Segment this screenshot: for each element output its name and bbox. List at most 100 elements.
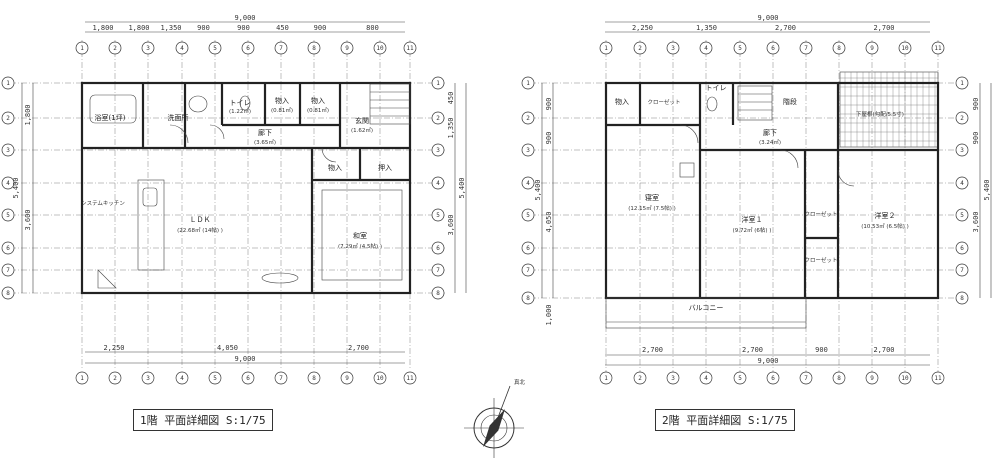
plan2-axis-bottom-label: 2 (638, 375, 642, 382)
plan2-axis-top: 5 (733, 41, 747, 55)
plan2-axis-top-label: 6 (771, 45, 775, 52)
plan2-axis-left: 5 (521, 208, 535, 222)
plan2-axis-top-label: 5 (738, 45, 742, 52)
plan1-exterior-wall (80, 81, 412, 295)
plan1-bottom-dim: 2,250 (103, 344, 124, 352)
plan1-right-total-dim: 5,400 (458, 177, 466, 198)
plan1-axis-left-label: 2 (6, 115, 10, 122)
plan2-room-stairs: 階段 (783, 97, 797, 106)
plan2-room-western1: 洋室１ (742, 215, 763, 224)
plan1-axis-right: 3 (431, 143, 445, 157)
plan1-top-dim: 450 (276, 24, 289, 32)
plan2-axis-left: 3 (521, 143, 535, 157)
plan1-axis-right-label: 5 (436, 212, 440, 219)
plan1-axis-top: 9 (340, 41, 354, 55)
svg-text:(1.22㎡): (1.22㎡) (229, 107, 251, 115)
plan1-room-bath: 浴室(1坪) (95, 113, 126, 122)
plan1-top-dim: 1,350 (160, 24, 181, 32)
plan2-axis-top-label: 8 (837, 45, 841, 52)
plan1-axis-bottom-label: 3 (146, 375, 150, 382)
plan2-axis-right-label: 8 (960, 295, 964, 302)
plan1-axis-right-label: 4 (436, 180, 440, 187)
svg-text:(3.24㎡): (3.24㎡) (759, 138, 781, 146)
plan2-axis-right: 2 (955, 111, 969, 125)
plan1-axis-bottom: 3 (141, 371, 155, 385)
plan1-axis-bottom: 2 (108, 371, 122, 385)
plan1-room-hall: 廊下 (258, 128, 272, 137)
plan2-axis-top: 1 (599, 41, 613, 55)
plan1-axis-left: 1 (1, 76, 15, 90)
plan2-top-dim: 2,250 (632, 24, 653, 32)
plan2-axis-left: 6 (521, 241, 535, 255)
plan2-axis-bottom-label: 5 (738, 375, 742, 382)
plan1-axis-top: 7 (274, 41, 288, 55)
plan1-axis-bottom: 1 (75, 371, 89, 385)
svg-text:900: 900 (972, 132, 980, 145)
plan2-axis-left-label: 5 (526, 212, 530, 219)
plan1-axis-top: 11 (403, 41, 417, 55)
plan2-axis-right: 8 (955, 291, 969, 305)
plan1-top-total-dim: 9,000 (234, 14, 255, 22)
plan1-axis-right-label: 8 (436, 290, 440, 297)
plan1-axis-right: 7 (431, 263, 445, 277)
plan1-axis-top: 3 (141, 41, 155, 55)
plan1-stairs (369, 83, 411, 125)
plan1-top-dim: 1,800 (128, 24, 149, 32)
plan1-axis-bottom: 10 (373, 371, 387, 385)
plan2-axis-top-label: 4 (704, 45, 708, 52)
plan1-kitchen-note: システムキッチン (81, 200, 125, 207)
plan2-axis-left-label: 4 (526, 180, 530, 187)
plan2-axis-bottom: 7 (799, 371, 813, 385)
svg-text:900: 900 (545, 98, 553, 111)
plan2-room-toilet: トイレ (706, 84, 727, 92)
plan2-axis-top: 3 (666, 41, 680, 55)
plan1-top-dim: 900 (197, 24, 210, 32)
plan2-axis-top-label: 10 (901, 45, 909, 52)
plan2-axis-right: 4 (955, 176, 969, 190)
plan2-bottom-dim: 2,700 (742, 346, 763, 354)
plan2-room-closet1: クローゼット (647, 98, 680, 106)
plan1-axis-right-label: 6 (436, 245, 440, 252)
svg-text:1,000: 1,000 (545, 304, 553, 325)
plan2-top-dim: 1,350 (696, 24, 717, 32)
plan1-axis-bottom-label: 9 (345, 375, 349, 382)
plan1-top-dim: 900 (314, 24, 327, 32)
plan1-axis-left: 6 (1, 241, 15, 255)
north-label: 真北 (514, 378, 526, 386)
plan1-axis-bottom: 4 (175, 371, 189, 385)
plan1-axis-right-label: 1 (436, 80, 440, 87)
plan1-axis-right: 4 (431, 176, 445, 190)
plan1-bottom-dim: 2,700 (348, 344, 369, 352)
plan2-axis-bottom: 4 (699, 371, 713, 385)
plan1-room-closet-b: 押入 (378, 163, 392, 172)
plan2-top-total-dim: 9,000 (757, 14, 778, 22)
svg-text:1,350: 1,350 (447, 117, 455, 138)
plan2-left-total-dim: 5,400 (534, 179, 542, 200)
plan2-axis-right-label: 7 (960, 267, 964, 274)
plan1-left-total-dim: 5,400 (12, 177, 20, 198)
plan1-axis-left-label: 1 (6, 80, 10, 87)
plan2-axis-bottom: 5 (733, 371, 747, 385)
plan2-top-dim: 2,700 (775, 24, 796, 32)
plan1-axis-right: 8 (431, 286, 445, 300)
svg-text:(12.15㎡ (7.5帖) ): (12.15㎡ (7.5帖) ) (628, 204, 676, 212)
plan1-axis-bottom: 11 (403, 371, 417, 385)
plan1-axis-top: 4 (175, 41, 189, 55)
plan1-axis-top-label: 2 (113, 45, 117, 52)
plan1-axis-bottom-label: 4 (180, 375, 184, 382)
svg-text:(22.68㎡ (14帖) ): (22.68㎡ (14帖) ) (177, 226, 223, 234)
plan1-axis-bottom: 9 (340, 371, 354, 385)
plan2-stairs (737, 85, 773, 121)
plan1-kitchen-counter (137, 179, 165, 271)
plan2-room-western2: 洋室２ (875, 211, 896, 220)
plan1-room-closet-a: 物入 (328, 163, 342, 172)
plan2-axis-left-label: 2 (526, 115, 530, 122)
plan1-room-storage2: 物入 (311, 96, 325, 105)
plan2-axis-left: 8 (521, 291, 535, 305)
plan2-axis-bottom: 6 (766, 371, 780, 385)
svg-text:4,050: 4,050 (545, 211, 553, 232)
